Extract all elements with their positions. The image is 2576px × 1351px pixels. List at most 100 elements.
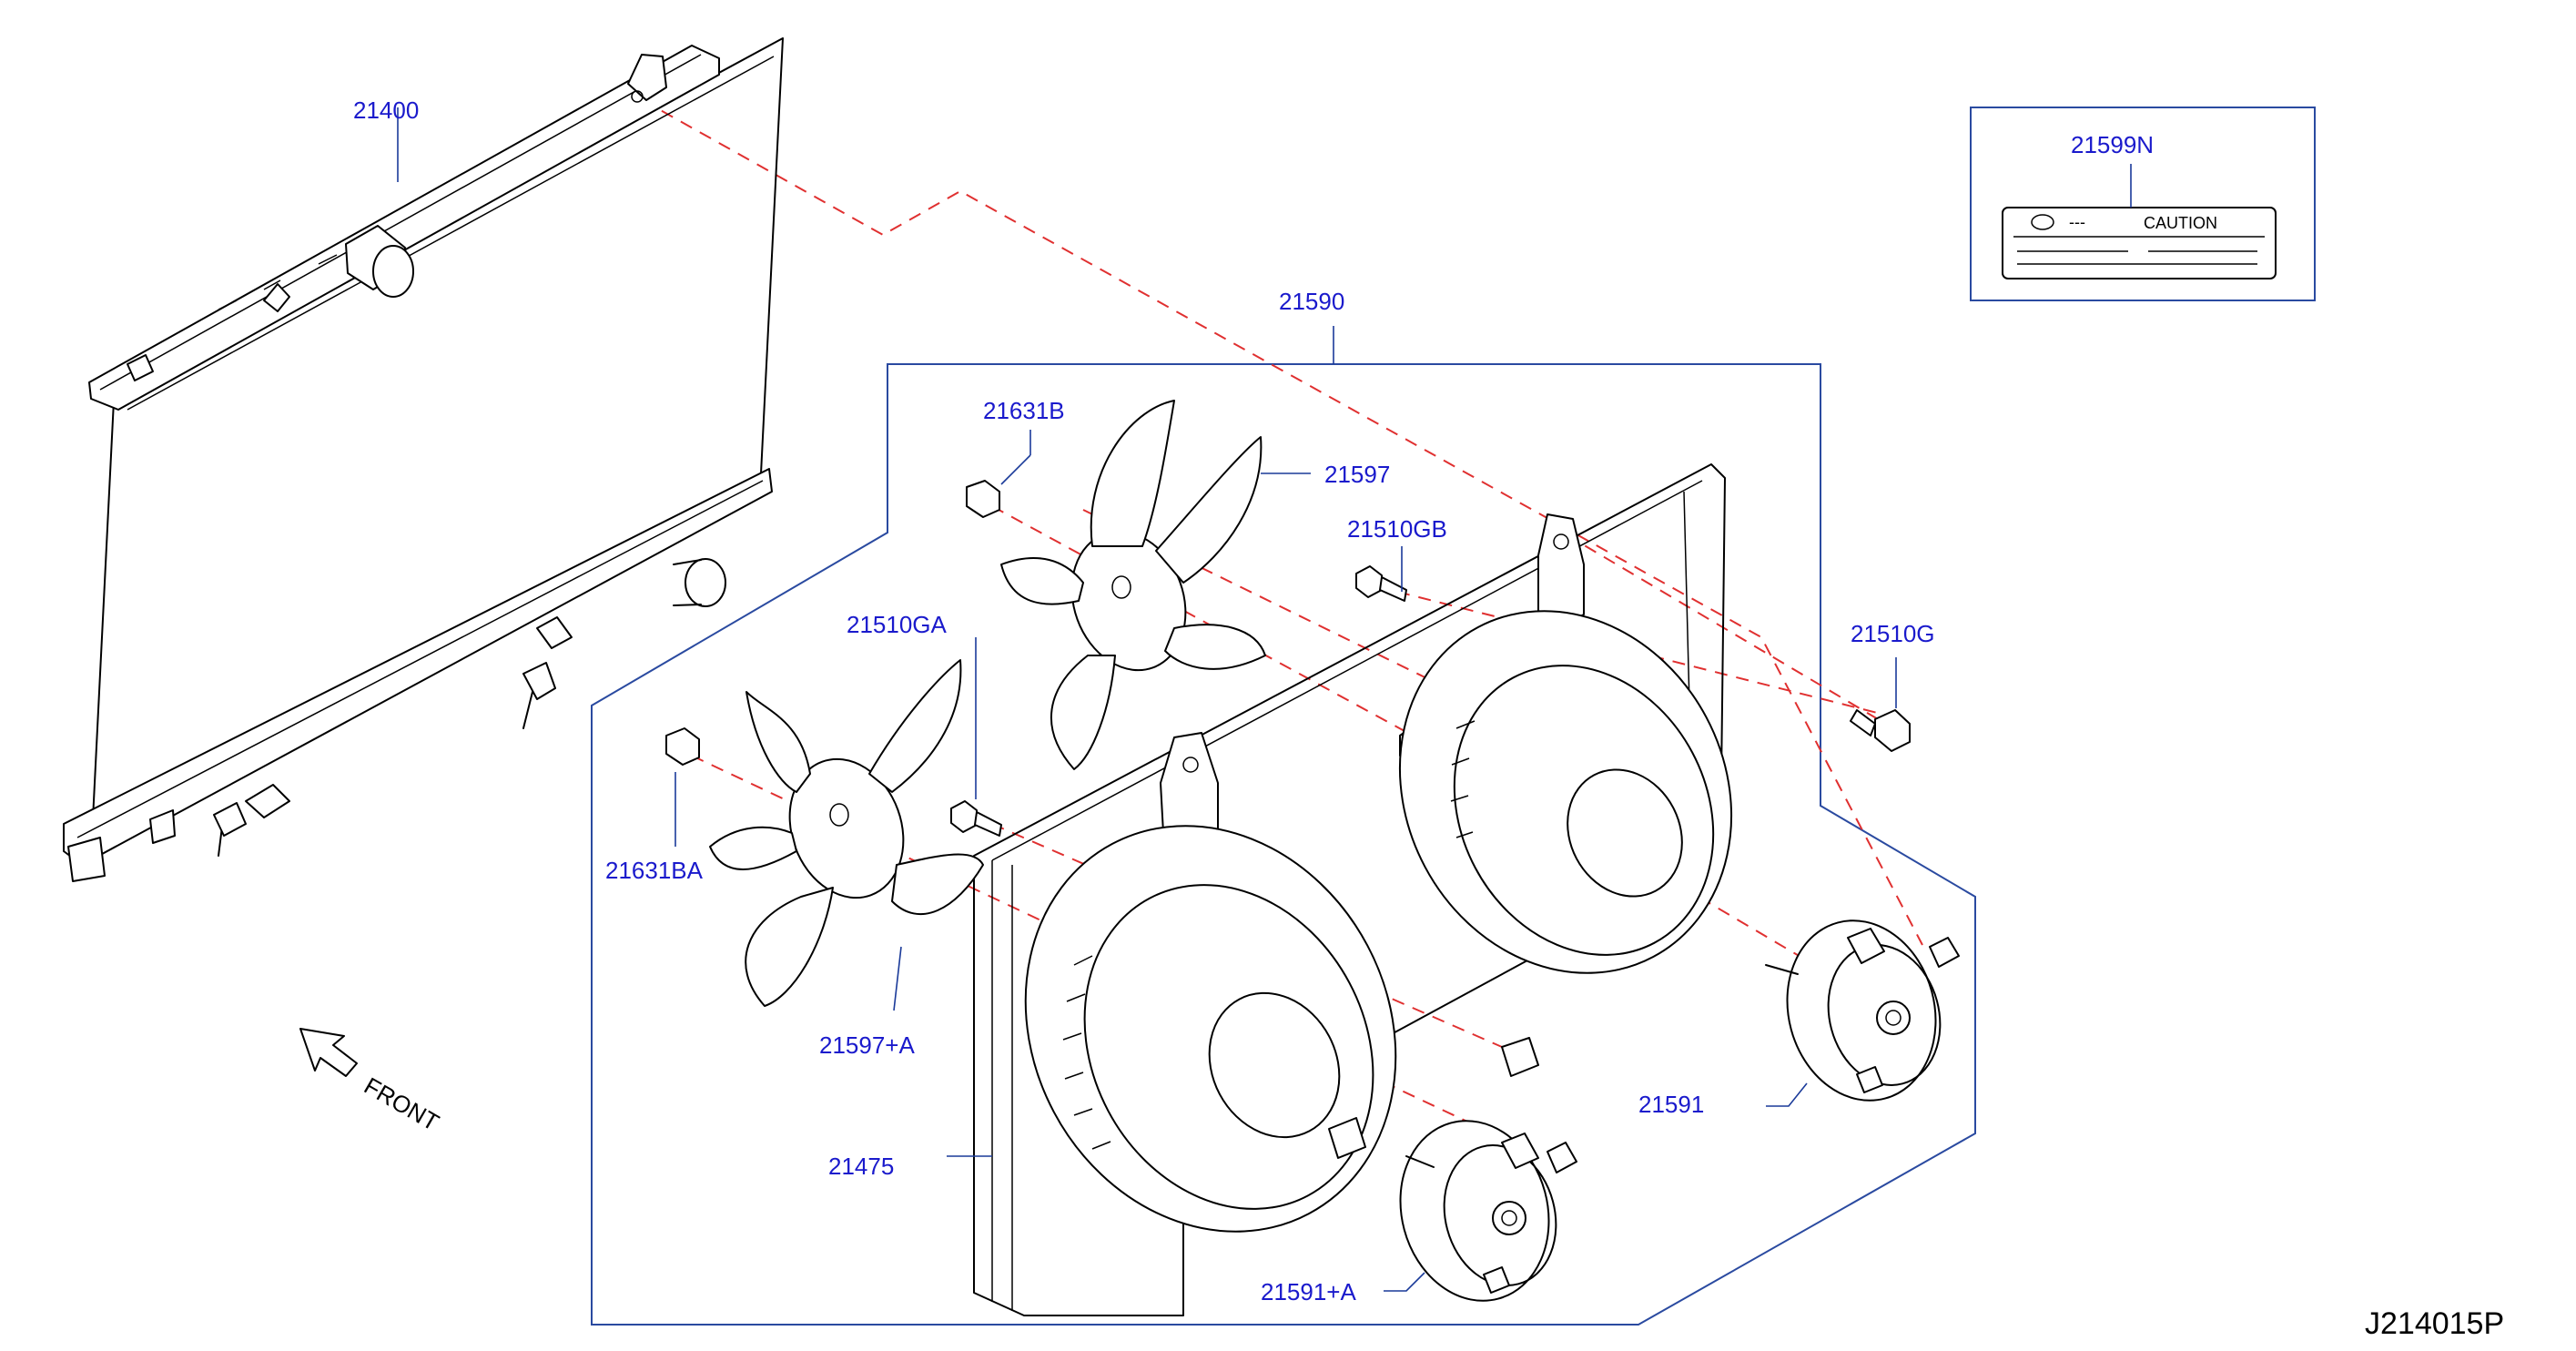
nut-21631B [966,430,1031,518]
motor-stub-shaft [1405,1155,1435,1168]
shroud-left-ring [1024,825,1397,1233]
label-21591A: 21591+A [1261,1278,1356,1305]
radiator-outlet-pipe [673,559,702,606]
radiator-foot [149,809,176,844]
assembly-boundary [591,363,1976,1326]
radiator-fitting [213,802,247,837]
leader-21591 [1766,1082,1808,1107]
dash-bolt-g [1547,523,1894,729]
nut-hex [665,727,700,766]
motor-21591-A [1384,1120,1577,1302]
label-21510GB: 21510GB [1347,515,1447,543]
shroud-right-vents [1450,720,1476,838]
motor-shaft-boss [1492,1201,1526,1235]
caution-label-box [1970,107,2316,301]
bolt-shank [974,811,1002,837]
motor-shaft [1501,1210,1517,1226]
radiator-fitting [536,616,573,649]
fan-blade-vane [745,691,811,793]
shroud-frame-edge [991,480,1703,861]
motor-shaft [1885,1010,1902,1026]
fan-hub-bore [829,803,849,827]
radiator-21400 [63,37,784,882]
shroud-left-ring-inner [1083,884,1374,1210]
radiator-fitting [522,662,556,700]
front-arrow-icon [299,1028,358,1077]
radiator-mount-hole [631,90,644,103]
shroud-lower-bracket [1501,1037,1539,1077]
fan-blade-vane [1090,400,1175,547]
label-21591: 21591 [1638,1091,1704,1118]
fan-blade-vane [1000,557,1084,605]
radiator-bottom-tank [63,468,773,866]
label-21599N: 21599N [2071,131,2154,158]
caution-label-circle-icon [2031,214,2054,230]
fan-blade-vane [891,853,984,916]
radiator-top-tank [88,45,720,411]
fan-blade-vane [1164,624,1266,670]
leader-21597A [893,946,902,1011]
radiator-foot [67,837,106,882]
shroud-right-ring [1398,610,1733,974]
radiator-drain-pipe [218,691,533,857]
label-21510GA: 21510GA [847,611,948,638]
label-21590: 21590 [1279,288,1344,315]
bolt-head [950,800,978,833]
dash-radiator-to-shroud [642,99,1923,946]
fan-blade-vane [1155,436,1263,584]
motor-connector [1847,928,1885,964]
leader-21591A [1384,1272,1425,1292]
shroud-left-motor-mount [1208,991,1341,1139]
fan-blade-vane [709,826,797,870]
front-label: FRONT [360,1072,444,1136]
shroud-left-vents [1062,955,1111,1150]
fan-blade-vane [745,887,834,1007]
label-21400: 21400 [353,96,419,124]
caution-label-plate [2002,207,2277,279]
radiator-bottom-tank-seam [76,480,764,838]
fan-shroud-21475 [947,463,1733,1316]
shroud-mount-hole [1553,533,1569,550]
front-indicator: FRONT [299,1028,444,1136]
motor-shaft-boss [1876,1001,1911,1035]
fan-blade-vane [1050,655,1116,770]
bolt-21510G [1850,657,1911,752]
motor-mount-tab [1856,1066,1883,1093]
motor-body [1399,1120,1550,1302]
radiator-top-tank-seam [99,54,702,391]
label-21631BA: 21631BA [605,857,704,884]
motor-mount-tab [1483,1266,1510,1294]
radiator-cap [372,245,414,298]
radiator-top-tank-ribs [218,254,338,310]
radiator-fitting [245,784,290,818]
fan-blade-21597-A [709,659,984,1011]
label-21631B: 21631B [983,397,1065,424]
caution-label-group: --- CAUTION [1970,107,2316,301]
label-21475: 21475 [828,1153,894,1180]
bolt-head [1874,709,1911,752]
label-21597: 21597 [1324,461,1390,488]
motor-stub-shaft [1765,964,1799,975]
leader-21631B [1000,454,1031,485]
bolt-21510GA [950,637,1002,837]
bolt-21510GB [1355,546,1407,602]
radiator-lower-outlet [685,558,726,607]
dash-bolt-ga [991,823,1503,1048]
label-21597A: 21597+A [819,1031,915,1059]
bolt-shank [1850,709,1876,736]
bolt-shank [1379,576,1407,602]
motor-mount-tab [1547,1142,1577,1173]
fan-blade-21597 [1000,400,1311,770]
shroud-right-motor-mount [1567,768,1683,898]
caution-label-title: CAUTION [2144,214,2217,232]
shroud-mount-hole [1182,757,1199,773]
radiator-tab [127,354,154,381]
motor-face [1443,1144,1557,1286]
shroud-right-ring-inner [1453,665,1715,956]
motor-mount-tab [1929,937,1960,968]
motor-connector [1501,1133,1539,1169]
radiator-core-edge [127,56,775,411]
motor-body [1786,919,1937,1102]
fan-hub-bore [1111,575,1131,599]
motor-21591 [1765,919,1960,1107]
